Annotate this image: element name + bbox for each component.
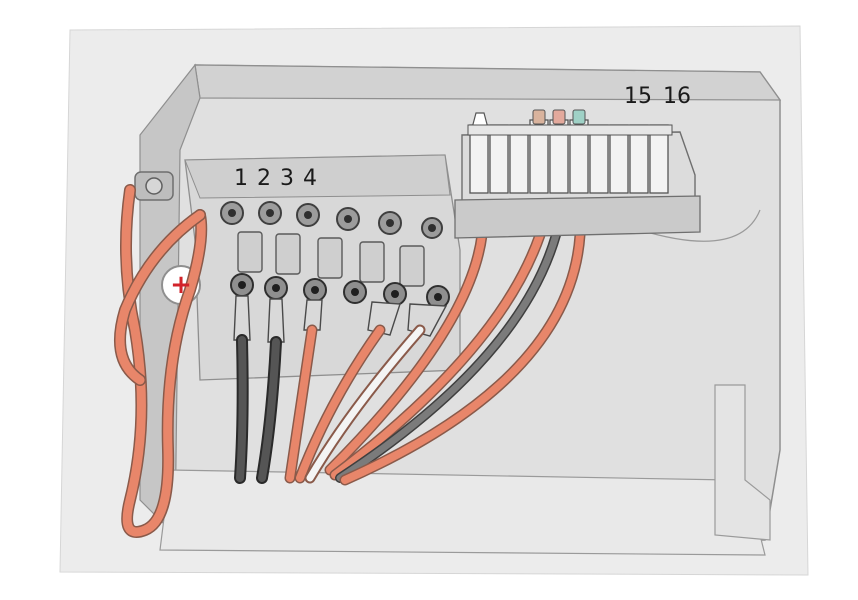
battery-positive-label: + — [170, 270, 192, 300]
terminal-nut-icon — [296, 203, 320, 227]
right-housing-curve — [639, 209, 761, 242]
terminal-nut-row-top — [220, 201, 443, 239]
fuse-block-cables — [324, 229, 586, 486]
fuse-block-base — [454, 195, 701, 239]
terminal-block-top — [184, 154, 451, 199]
right-bracket — [714, 384, 771, 541]
housing-bottom-tray — [159, 469, 766, 556]
terminal-nut-row-bottom — [230, 273, 450, 309]
battery-cable-cross-fill — [115, 210, 205, 385]
terminal-nut-icon — [230, 273, 254, 297]
terminal-label-4: 4 — [303, 166, 317, 191]
fuse-row — [467, 109, 673, 194]
fuse-label-16: 16 — [663, 84, 691, 109]
terminal-nut-icon — [264, 276, 288, 300]
terminal-label-2: 2 — [257, 166, 271, 191]
terminal-label-3: 3 — [280, 166, 294, 191]
terminal-nut-icon — [220, 201, 244, 225]
terminal-label-1: 1 — [234, 166, 248, 191]
terminal-nut-icon — [303, 278, 327, 302]
battery-cable-loop-fill — [121, 185, 206, 537]
terminal-nut-icon — [343, 280, 367, 304]
ground-bolt-icon — [134, 171, 174, 201]
fuse-label-15: 15 — [624, 84, 652, 109]
terminal-wires — [234, 324, 426, 484]
terminal-nut-icon — [258, 201, 282, 225]
terminal-nut-icon — [383, 282, 407, 306]
terminal-nut-icon — [336, 207, 360, 231]
terminal-nut-icon — [378, 211, 402, 235]
terminal-nut-icon — [421, 217, 443, 239]
terminal-tabs — [237, 231, 425, 287]
